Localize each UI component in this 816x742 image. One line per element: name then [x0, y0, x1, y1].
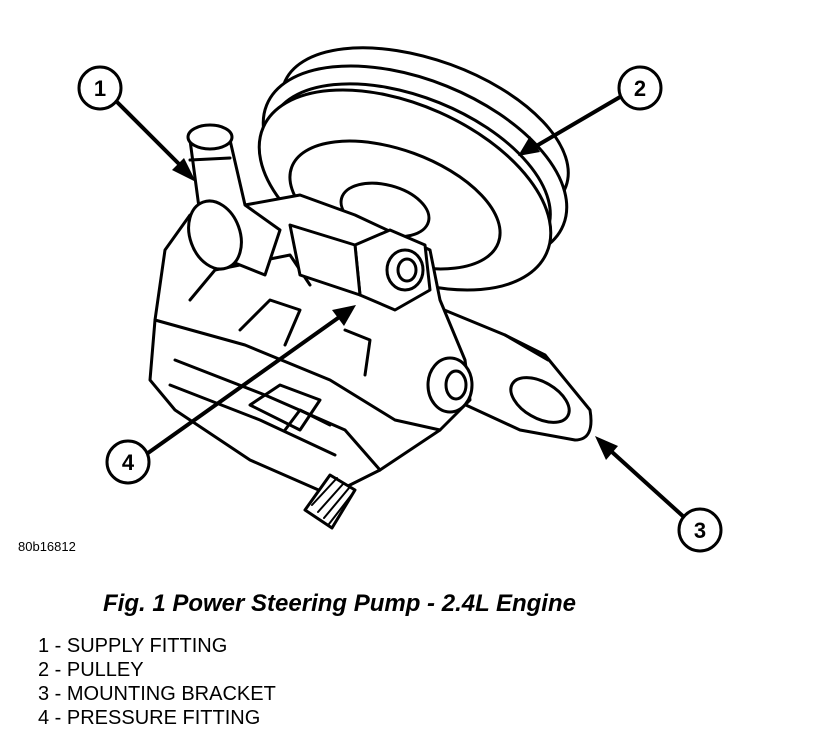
callout-1: 1	[77, 65, 123, 111]
legend-item: 4 - PRESSURE FITTING	[38, 707, 261, 729]
mounting-bracket-shape	[418, 298, 593, 442]
leader-arrow-4	[146, 305, 356, 455]
leader-arrow-3	[595, 436, 687, 520]
pressure-fitting-shape	[288, 223, 432, 312]
figure-caption: Fig. 1 Power Steering Pump - 2.4L Engine	[103, 590, 576, 617]
legend-item: 2 - PULLEY	[38, 659, 144, 681]
supply-fitting-shape	[186, 123, 282, 277]
legend-item: 3 - MOUNTING BRACKET	[38, 683, 276, 705]
svg-text:4: 4	[122, 450, 135, 475]
leader-arrow-2	[518, 95, 622, 156]
legend-item: 1 - SUPPLY FITTING	[38, 635, 228, 657]
callout-2: 2	[617, 65, 663, 111]
callout-3: 3	[677, 507, 723, 553]
svg-text:1: 1	[94, 76, 106, 101]
threaded-stud-shape	[303, 473, 357, 530]
callout-4: 4	[105, 439, 151, 485]
leader-arrow-1	[116, 101, 196, 182]
figure-id: 80b16812	[18, 539, 76, 554]
svg-text:2: 2	[634, 76, 646, 101]
parts-legend: 1 - SUPPLY FITTING 2 - PULLEY 3 - MOUNTI…	[38, 634, 276, 730]
svg-text:3: 3	[694, 518, 706, 543]
pump-illustration: 1 2 3 4	[77, 46, 723, 553]
